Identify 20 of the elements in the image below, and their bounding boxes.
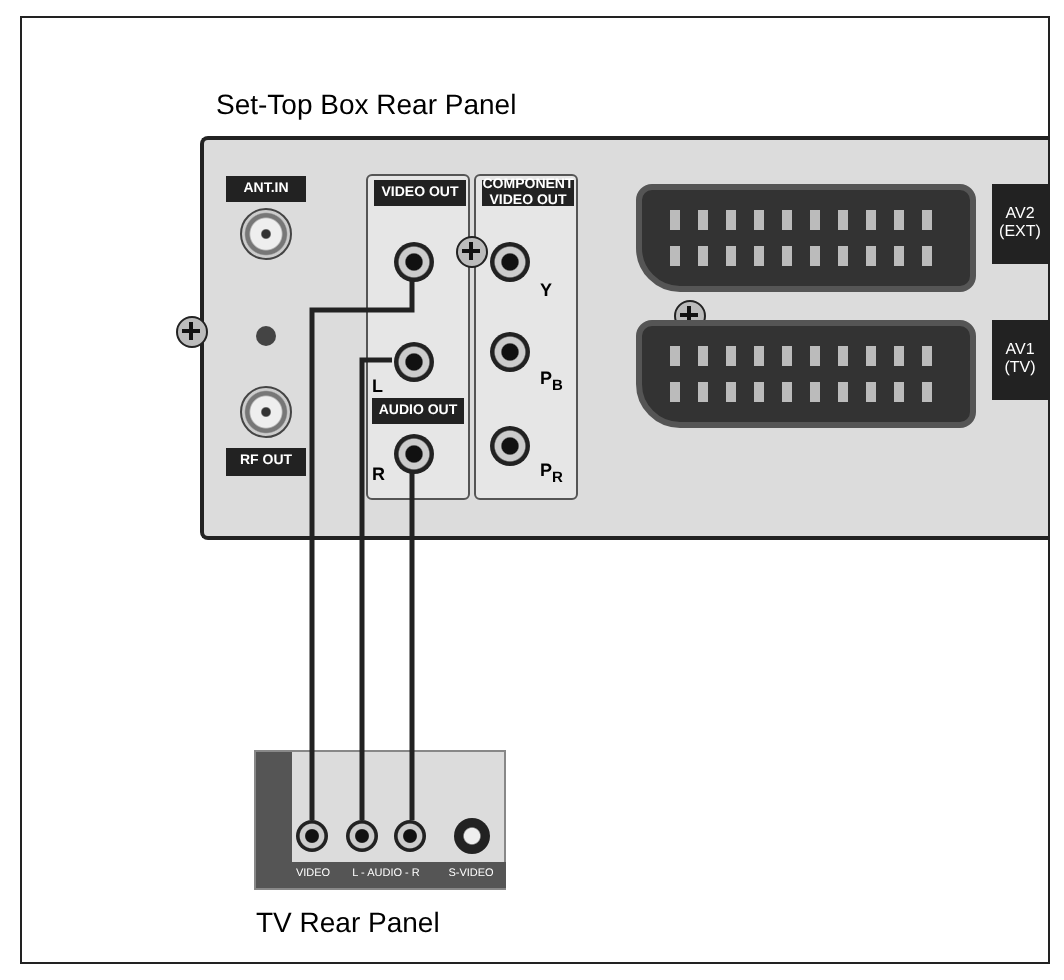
jack-label: L bbox=[372, 376, 383, 396]
connector-panel bbox=[474, 174, 578, 500]
panel-heading: TV Rear Panel bbox=[256, 906, 440, 938]
jack-label: P$_{B}$ bbox=[540, 368, 563, 394]
connector-panel bbox=[366, 174, 470, 500]
rca-jack bbox=[490, 426, 530, 466]
port-label: AV2 (EXT) bbox=[992, 184, 1048, 264]
jack-label: R bbox=[372, 464, 385, 484]
rca-jack bbox=[490, 242, 530, 282]
rca-jack bbox=[394, 342, 434, 382]
rca-jack bbox=[394, 242, 434, 282]
rca-jack bbox=[394, 434, 434, 474]
rca-jack bbox=[490, 332, 530, 372]
panel-heading: Set-Top Box Rear Panel bbox=[216, 88, 517, 120]
port-label: AV1 (TV) bbox=[992, 320, 1048, 400]
cable bbox=[309, 280, 415, 820]
cable bbox=[359, 357, 392, 820]
cable bbox=[409, 472, 415, 820]
jack-label: P$_{R}$ bbox=[540, 460, 563, 486]
jack-label: Y bbox=[540, 280, 553, 300]
